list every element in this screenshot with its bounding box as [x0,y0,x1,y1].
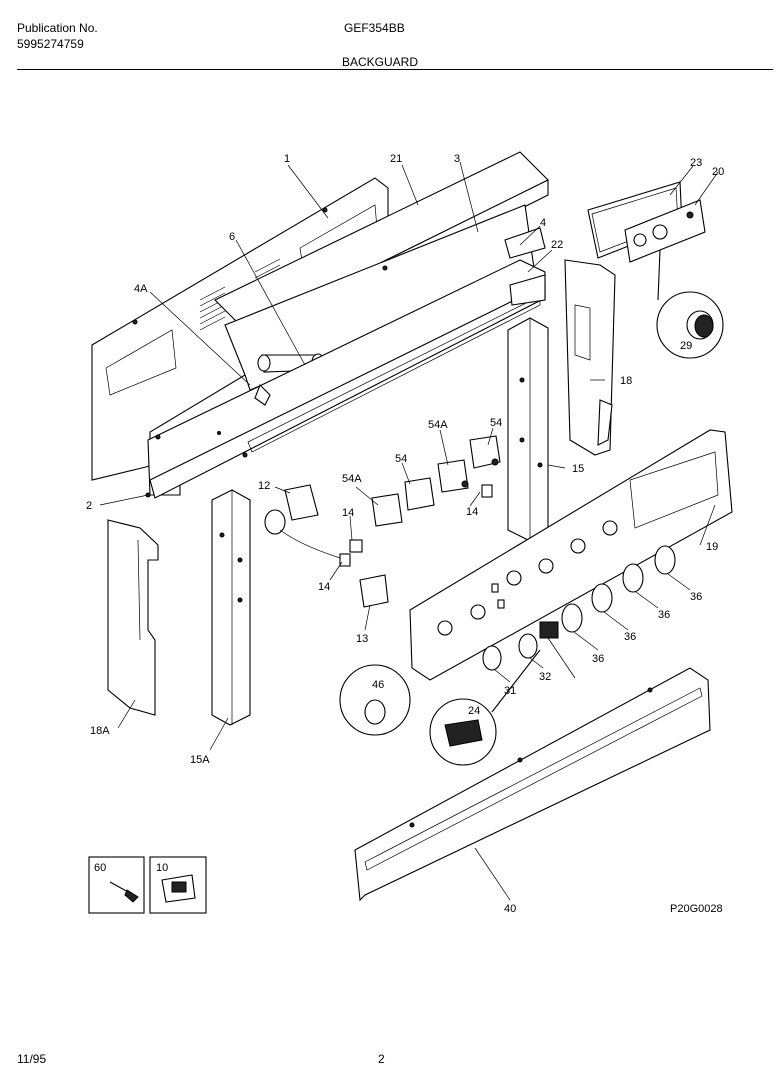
callout-54-lower: 54 [395,453,407,465]
callout-18: 18 [620,375,632,387]
left-end-panel-part [107,519,159,716]
publication-label: Publication No. [17,21,98,35]
right-end-panel-part [564,259,616,456]
infinite-switches-part [339,435,501,567]
callout-29: 29 [680,340,692,352]
control-panel-part [409,429,733,681]
callout-40: 40 [504,903,516,915]
leader-lines [99,161,719,901]
footer-date: 11/95 [17,1052,47,1066]
callout-36-c: 36 [624,631,636,643]
section-title: BACKGUARD [342,55,419,69]
callout-19: 19 [706,541,718,553]
callout-18a: 18A [90,725,110,737]
callout-22: 22 [551,239,563,251]
part-13 [359,574,389,608]
hardware-screw-box [88,856,145,914]
part-4 [504,227,546,259]
clock-knob-detail [656,249,724,359]
callout-32: 32 [539,671,551,683]
switch-24-detail [429,649,541,766]
model-number: GEF354BB [344,21,405,35]
control-knobs-part [561,545,676,633]
diagram-code: P20G0028 [670,903,723,915]
thermostat-part [264,484,341,559]
hardware-clip-box [149,856,207,914]
callout-21: 21 [390,153,402,165]
callout-13: 13 [356,633,368,645]
callout-14-lower: 14 [318,581,330,593]
callout-36-d: 36 [592,653,604,665]
callout-labels: 1 21 3 23 20 6 4 22 4A 29 18 54A 54 54 5… [86,153,724,915]
callout-12: 12 [258,480,270,492]
callout-54a-lower: 54A [342,473,362,485]
callout-15a: 15A [190,754,210,766]
callout-3: 3 [454,153,460,165]
callout-36-b: 36 [658,609,670,621]
callout-24: 24 [468,705,480,717]
callout-14-upper: 14 [342,507,354,519]
right-side-bracket-part [507,317,549,541]
callout-54a-upper: 54A [428,419,448,431]
callout-31: 31 [504,685,516,697]
callout-46: 46 [372,679,384,691]
page-number: 2 [378,1052,385,1066]
callout-36-a: 36 [690,591,702,603]
lower-trim-part [354,667,711,902]
callout-60: 60 [94,862,106,874]
callout-20: 20 [712,166,724,178]
publication-number: 5995274759 [17,37,84,51]
left-side-bracket-part [211,489,251,726]
top-trim-part [214,151,549,391]
callout-54-upper: 54 [490,417,502,429]
knob-46-detail [339,664,411,736]
main-frame-part [145,259,546,499]
header-rule [17,69,773,70]
callout-14-right: 14 [466,506,478,518]
callout-2: 2 [86,500,92,512]
clock-assembly-part [587,181,706,263]
callout-6: 6 [229,231,235,243]
callout-4: 4 [540,217,546,229]
part-22-bracket [509,274,546,306]
callout-4a: 4A [134,283,148,295]
knob-31-32-part [482,621,559,671]
callout-10: 10 [156,862,168,874]
callout-1: 1 [284,153,290,165]
callout-15: 15 [572,463,584,475]
callout-23: 23 [690,157,702,169]
